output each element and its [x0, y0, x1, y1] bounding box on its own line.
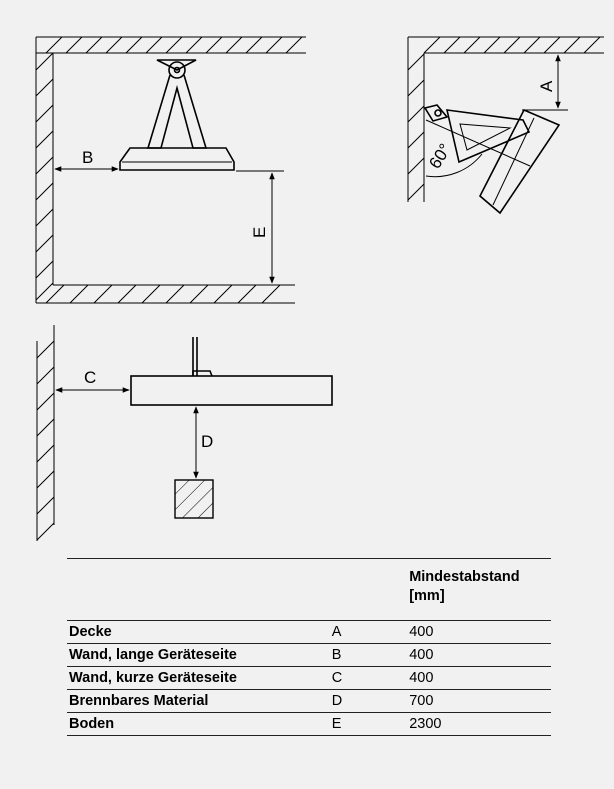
- row-label: Brennbares Material: [67, 689, 332, 713]
- label-b: B: [82, 148, 93, 167]
- header-distance: Mindestabstand [mm]: [409, 558, 551, 621]
- table-row: Wand, kurze Geräteseite C 400: [67, 666, 551, 690]
- row-letter: C: [331, 666, 410, 690]
- front-view: [35, 36, 306, 304]
- header-blank-letter: [331, 558, 410, 621]
- row-letter: A: [331, 620, 410, 644]
- row-value: 2300: [409, 712, 551, 736]
- row-letter: B: [331, 643, 410, 667]
- dimension-e: [236, 170, 284, 284]
- side-view: [36, 325, 333, 541]
- header-blank: [67, 558, 332, 621]
- row-label: Decke: [67, 620, 332, 644]
- row-label: Boden: [67, 712, 332, 736]
- table-row: Boden E 2300: [67, 712, 551, 736]
- floor-hatch: [36, 284, 295, 304]
- row-letter: E: [331, 712, 410, 736]
- label-c: C: [84, 368, 96, 387]
- angle-arc: [425, 119, 531, 178]
- table-row: Decke A 400: [67, 620, 551, 644]
- row-value: 400: [409, 620, 551, 644]
- row-label: Wand, kurze Geräteseite: [67, 666, 332, 690]
- dimension-a: [522, 54, 568, 111]
- clearance-table: Mindestabstand [mm] Decke A 400 Wand, la…: [67, 558, 551, 736]
- label-d: D: [201, 432, 213, 451]
- row-value: 700: [409, 689, 551, 713]
- row-label: Wand, lange Geräteseite: [67, 643, 332, 667]
- table-header-row: Mindestabstand [mm]: [67, 558, 551, 621]
- ceiling-heater: [119, 59, 235, 171]
- table-row: Brennbares Material D 700: [67, 689, 551, 713]
- table-row: Wand, lange Geräteseite B 400: [67, 643, 551, 667]
- ceiling-hatch: [36, 36, 306, 54]
- row-value: 400: [409, 643, 551, 667]
- row-letter: D: [331, 689, 410, 713]
- angle-label: 60°: [425, 140, 455, 172]
- clearance-diagram: B E A 60°: [35, 36, 604, 541]
- label-e: E: [250, 227, 269, 238]
- combustible-material-box: [174, 479, 214, 519]
- side-heater: [130, 337, 333, 406]
- side-wall-hatch: [36, 325, 55, 541]
- wall-mount-view: [407, 36, 604, 215]
- header-line1: Mindestabstand: [409, 569, 520, 585]
- header-line2: [mm]: [409, 588, 445, 604]
- row-value: 400: [409, 666, 551, 690]
- label-a: A: [537, 80, 556, 92]
- corner-hatch: [407, 36, 604, 202]
- left-wall-hatch: [35, 37, 54, 303]
- wall-heater: [423, 104, 561, 215]
